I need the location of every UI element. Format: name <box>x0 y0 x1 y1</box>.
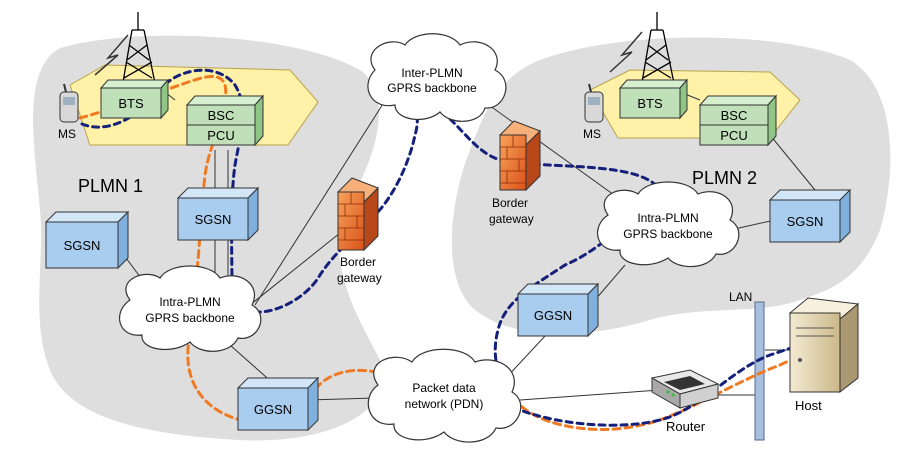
pdn-label-line1: Packet data <box>412 381 476 395</box>
firewall-icon <box>499 120 541 192</box>
sgsn-box: SGSN <box>176 186 260 242</box>
sgsn-label: SGSN <box>787 214 824 229</box>
ggsn-label: GGSN <box>534 308 572 323</box>
pcu-label: PCU <box>720 128 747 143</box>
server-host-icon <box>788 297 860 394</box>
pcu-label: PCU <box>207 128 234 143</box>
intra-plmn1-cloud: Intra-PLMN GPRS backbone <box>119 265 262 352</box>
intra-plmn2-cloud: Intra-PLMN GPRS backbone <box>597 181 740 268</box>
mobile-phone-icon <box>584 83 604 123</box>
router-icon <box>650 369 720 409</box>
bts-label: BTS <box>118 96 144 111</box>
ms-label: MS <box>58 127 76 141</box>
pdn-cloud: Packet data network (PDN) <box>367 348 522 443</box>
ms-label: MS <box>583 127 601 141</box>
tower-icon <box>640 12 676 89</box>
bsc-label: BSC <box>208 108 235 123</box>
bsc-pcu-box: BSC PCU <box>185 94 265 147</box>
border-gateway-1-label-line1: Border <box>340 255 376 269</box>
lan-label: LAN <box>729 290 752 304</box>
radio-wave-icon <box>94 34 129 76</box>
inter-plmn-label-line2: GPRS backbone <box>387 81 477 95</box>
sgsn-label: SGSN <box>64 238 101 253</box>
plmn1-label: PLMN 1 <box>78 176 143 196</box>
intra-plmn1-label-line2: GPRS backbone <box>145 311 235 325</box>
ggsn-box: GGSN <box>236 376 320 432</box>
sgsn-label: SGSN <box>195 212 232 227</box>
sgsn-box: SGSN <box>44 210 130 270</box>
border-gateway-1-label-line2: gateway <box>337 271 382 285</box>
mobile-phone-icon <box>59 83 79 123</box>
bsc-label: BSC <box>721 108 748 123</box>
bts-box: BTS <box>618 78 689 120</box>
host-label: Host <box>795 398 822 413</box>
ggsn-box: GGSN <box>516 282 600 338</box>
radio-wave-icon <box>609 31 643 73</box>
intra-plmn2-label-line2: GPRS backbone <box>623 227 713 241</box>
sgsn-box: SGSN <box>768 188 852 244</box>
pdn-label-line2: network (PDN) <box>405 397 484 411</box>
bts-label: BTS <box>637 96 663 111</box>
plmn2-label: PLMN 2 <box>692 168 757 188</box>
firewall-icon <box>337 177 379 252</box>
border-gateway-2-label-line1: Border <box>492 196 528 210</box>
inter-plmn-label-line1: Inter-PLMN <box>401 66 462 80</box>
intra-plmn1-label-line1: Intra-PLMN <box>159 295 220 309</box>
router-label: Router <box>666 419 706 434</box>
ggsn-label: GGSN <box>254 402 292 417</box>
inter-plmn-cloud: Inter-PLMN GPRS backbone <box>367 33 507 122</box>
intra-plmn2-label-line1: Intra-PLMN <box>637 211 698 225</box>
bsc-pcu-box: BSC PCU <box>698 94 778 147</box>
bts-box: BTS <box>99 78 170 120</box>
border-gateway-2-label-line2: gateway <box>489 212 534 226</box>
